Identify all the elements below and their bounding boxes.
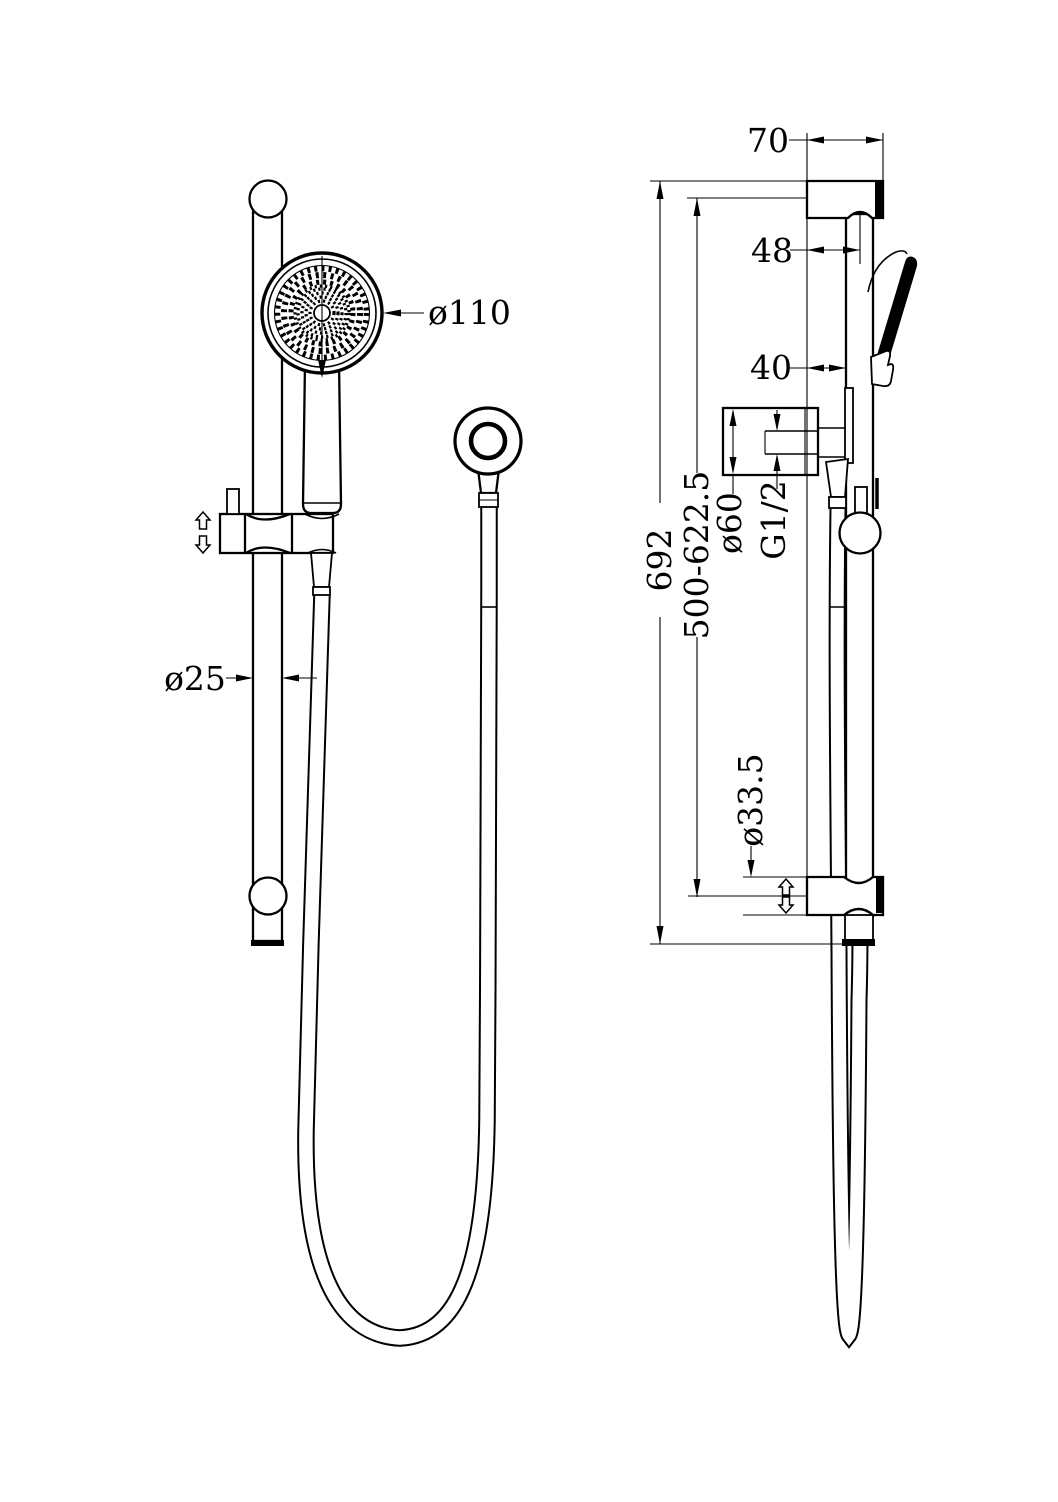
wall-supply-elbow-front: [453, 406, 523, 508]
shower-head-front: [260, 251, 384, 378]
dim-overall-height: 692: [640, 181, 679, 944]
dim-thread-size: G1/2: [754, 410, 793, 560]
rail-end-cap-side: [842, 939, 875, 946]
slider-holder-front: [218, 488, 340, 555]
head-edge-profile: [872, 256, 918, 378]
rail-end-cap-front: [251, 940, 284, 946]
bottom-bracket-front: [248, 876, 288, 916]
dim-label-holder-offset: 40: [750, 348, 792, 387]
holder-lock-knob-side: [854, 486, 868, 514]
arrow-up-icon: [777, 877, 795, 896]
dim-label-rail-center-offset: 48: [751, 231, 793, 270]
front-view: ø110 ø25: [164, 179, 523, 1347]
dim-rail-center-offset: 48: [751, 231, 860, 270]
hand-shower-side: [844, 250, 918, 509]
slider-ball-side: [838, 511, 882, 555]
holder-clip-side: [870, 349, 895, 388]
top-bracket-front: [248, 179, 288, 219]
dim-adjustable-range: 500-622.5: [677, 198, 716, 897]
dim-bracket-diameter: ø33.5: [731, 753, 770, 877]
rail-side: [844, 212, 875, 918]
hose-connector-front: [310, 552, 333, 596]
head-rim-outline: [867, 250, 908, 293]
nozzle-ring-inner: [288, 279, 356, 347]
dim-label-bracket-depth: 70: [747, 121, 789, 160]
shower-hose-side: [828, 508, 869, 1350]
hand-shower-handle-front: [301, 360, 343, 515]
handle-edge-side: [844, 387, 854, 464]
dim-label-bracket-diameter: ø33.5: [731, 753, 770, 846]
dim-flange-diameter: ø60: [710, 409, 749, 554]
rail-end-side: [842, 914, 875, 946]
arrow-down-icon: [194, 535, 212, 555]
shower-hose-front: [297, 508, 498, 1347]
bottom-bracket-side: [805, 875, 885, 917]
slide-direction-arrows-side: [777, 877, 795, 915]
dim-bracket-depth: 70: [747, 121, 883, 160]
dim-label-adjustable-range: 500-622.5: [677, 471, 716, 640]
head-centerline-arrow: [318, 360, 326, 378]
holder-lock-knob-front: [226, 488, 240, 515]
nozzle-ring-middle: [281, 272, 363, 354]
dim-head-diameter: ø110: [383, 293, 511, 332]
dim-holder-offset: 40: [750, 348, 846, 387]
slide-direction-arrows-front: [194, 510, 212, 555]
top-bracket-side: [805, 179, 885, 220]
dim-label-rail-diameter: ø25: [164, 659, 226, 698]
dim-rail-diameter: ø25: [164, 659, 317, 698]
dim-label-flange-diameter: ø60: [710, 492, 749, 554]
supply-flange-side: [721, 406, 846, 477]
side-view: 70 48 40: [640, 121, 918, 1350]
dimensions-side: 70 48 40: [640, 121, 884, 945]
dim-label-thread-size: G1/2: [754, 480, 793, 559]
hose-connector-side: [824, 457, 849, 509]
arrow-up-icon: [194, 510, 212, 530]
arrow-down-icon: [777, 896, 795, 915]
dim-label-overall-height: 692: [640, 529, 679, 592]
dim-label-head-diameter: ø110: [428, 293, 511, 332]
elbow-outlet-ring: [468, 421, 508, 461]
